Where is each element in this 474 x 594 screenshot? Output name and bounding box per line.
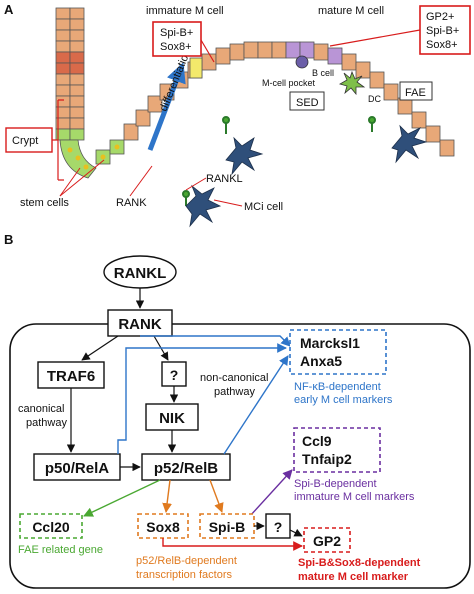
- mature-caption-2: mature M cell marker: [298, 571, 409, 583]
- early-gene-2: Anxa5: [300, 353, 342, 369]
- b-cell-label: B cell: [312, 68, 334, 78]
- immature-marker-1: Spi-B+: [160, 27, 193, 39]
- early-caption-2: early M cell markers: [294, 394, 393, 406]
- tf-caption-2: transcription factors: [136, 569, 232, 581]
- noncanonical-label-1: non-canonical: [200, 372, 269, 384]
- p50-rela-node-label: p50/RelA: [45, 460, 109, 477]
- rankl-label: RANKL: [206, 173, 243, 185]
- unknown-node-2: [265, 513, 291, 539]
- fae-box: [399, 81, 433, 101]
- immature-m-cell: [189, 57, 203, 79]
- crypt-box: [5, 127, 53, 153]
- sed-label: SED: [296, 97, 319, 109]
- p52-relb-node-label: p52/RelB: [154, 460, 218, 477]
- panel-b: B RANKL RANK TRAF6 ? non-canonical pathw…: [4, 232, 471, 589]
- differentiation-arrow: [147, 62, 186, 151]
- sox8-label: Sox8: [146, 519, 180, 535]
- early-caption-1: NF-κB-dependent: [294, 381, 381, 393]
- rankl-node-label: RANKL: [114, 265, 167, 282]
- nfkb-arrows: [117, 335, 291, 455]
- nik-node-label: NIK: [159, 410, 185, 427]
- b-cell: [295, 55, 309, 69]
- panel-a-label: A: [4, 2, 14, 17]
- p52-relb-node: [141, 453, 231, 481]
- dendritic-cell: [338, 70, 366, 96]
- immature-m-cell-title: immature M cell: [146, 5, 224, 17]
- panel-a: A: [4, 2, 471, 228]
- ccl20-box: [19, 513, 83, 539]
- p52-to-tf-arrows: [162, 479, 224, 513]
- rank-label: RANK: [116, 197, 147, 209]
- spib-box: [199, 513, 255, 539]
- immature-marker-2: Sox8+: [160, 41, 192, 53]
- noncanonical-label-2: pathway: [214, 386, 255, 398]
- canonical-label-2: pathway: [26, 417, 67, 429]
- gp2-label: GP2: [313, 533, 341, 549]
- spib-label: Spi-B: [209, 519, 246, 535]
- nik-node: [145, 403, 199, 431]
- spib-to-ccl9-arrow: [249, 469, 293, 517]
- fae-label: FAE: [405, 87, 426, 99]
- immature-gene-2: Tnfaip2: [302, 451, 352, 467]
- canonical-label-1: canonical: [18, 403, 64, 415]
- unknown-node-2-label: ?: [274, 519, 283, 535]
- rank-node: [107, 309, 173, 337]
- dc-label: DC: [368, 94, 381, 104]
- mci-cell-label: MCi cell: [244, 201, 283, 213]
- stem-cells-label: stem cells: [20, 197, 69, 209]
- mature-caption-1: Spi-B&Sox8-dependent: [298, 557, 421, 569]
- immature-caption-2: immature M cell markers: [294, 491, 415, 503]
- m-cell-pocket-label: M-cell pocket: [262, 78, 316, 88]
- ccl20-label: Ccl20: [32, 519, 70, 535]
- cell-membrane: [9, 323, 471, 589]
- p50-rela-node: [33, 453, 121, 481]
- traf6-node-label: TRAF6: [47, 368, 95, 385]
- immature-gene-1: Ccl9: [302, 433, 332, 449]
- mature-m-cell-title: mature M cell: [318, 5, 384, 17]
- sed-box: [289, 91, 325, 111]
- immature-caption-1: Spi-B-dependent: [294, 478, 377, 490]
- early-gene-1: Marcksl1: [300, 335, 360, 351]
- mature-marker-1: GP2+: [426, 11, 454, 23]
- immature-gene-box: [293, 427, 381, 473]
- rank-node-label: RANK: [118, 316, 161, 333]
- mature-marker-3: Sox8+: [426, 39, 458, 51]
- early-marker-box: [289, 329, 387, 375]
- crypt-label: Crypt: [12, 135, 38, 147]
- unknown-node-label: ?: [170, 367, 179, 383]
- traf6-node: [37, 361, 105, 389]
- p52-to-ccl20-arrow: [83, 479, 161, 517]
- immature-marker-box: [152, 21, 202, 57]
- rankl-ligands: [182, 116, 376, 206]
- fae-caption: FAE related gene: [18, 544, 103, 556]
- mci-cells: [185, 124, 428, 228]
- mature-marker-2: Spi-B+: [426, 25, 459, 37]
- sox8-spib-to-gp2-arrow: [162, 538, 303, 551]
- stem-cell-zone: [59, 139, 125, 179]
- tf-caption-1: p52/RelB-dependent: [136, 555, 237, 567]
- gp2-box: [303, 527, 351, 553]
- crypt-epithelium: [55, 7, 85, 141]
- sox8-box: [137, 513, 189, 539]
- panel-b-label: B: [4, 232, 13, 247]
